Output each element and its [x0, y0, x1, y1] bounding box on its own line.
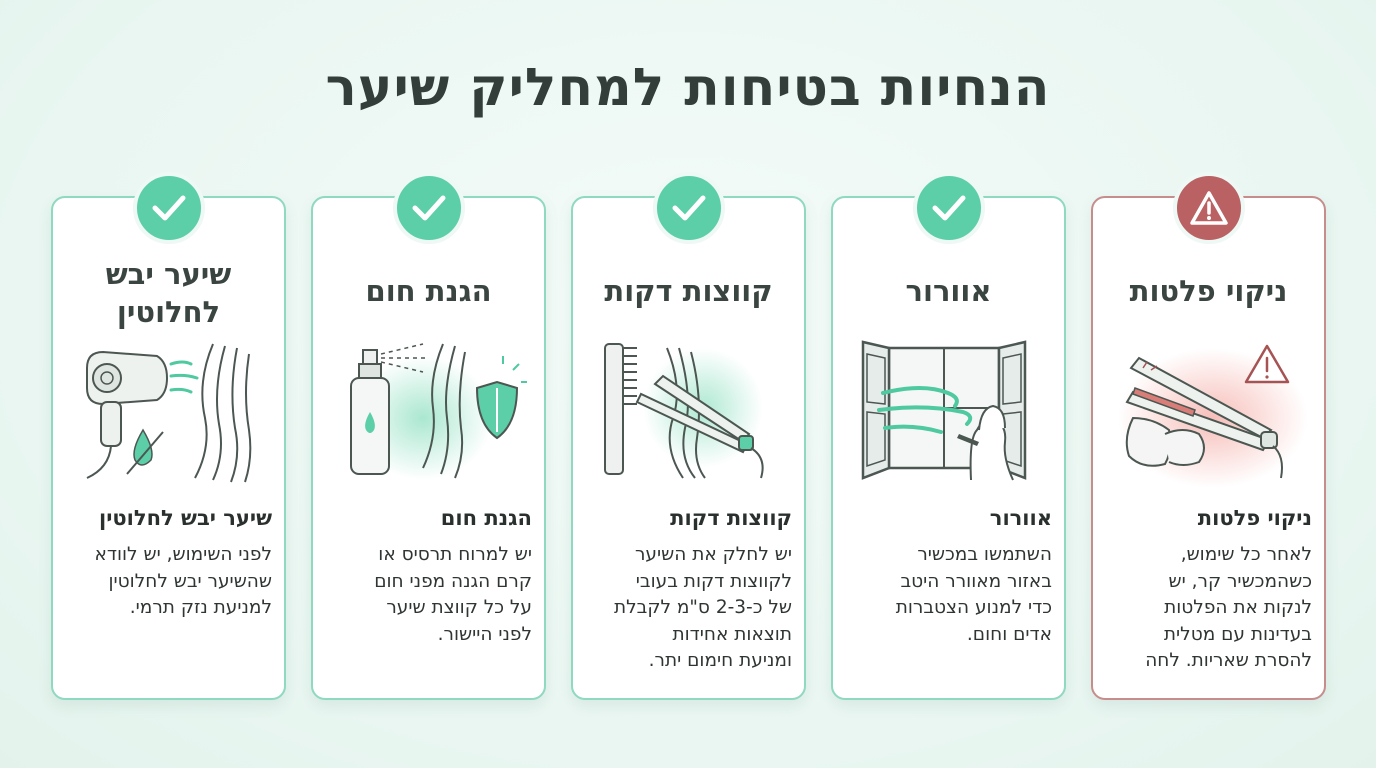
ventilated-room-illustration: [861, 340, 1027, 481]
card-subtitle: הגנת חום: [440, 506, 532, 530]
card-title: שיער יבש לחלוטין: [105, 257, 232, 329]
card-plates-cleaning: ניקוי פלטות ניקוי פלטות: [1091, 172, 1326, 700]
hair-dryer-illustration: [86, 343, 252, 483]
check-badge: [912, 172, 985, 244]
check-icon: [152, 195, 185, 221]
check-icon: [932, 195, 965, 221]
card-description: לאחר כל שימוש, כשהמכשיר קר, יש לנקות את …: [1145, 544, 1312, 671]
warning-icon: [1244, 344, 1290, 384]
card-heat-protection: הגנת חום הגנת חום: [311, 172, 546, 700]
heat-spray-illustration: [350, 343, 527, 480]
card-description: יש למרוח תרסיס או קרם הגנה מפני חום על כ…: [374, 544, 532, 645]
card-description: השתמשו במכשיר באזור מאוורר היטב כדי למנו…: [895, 544, 1052, 645]
page-title: הנחיות בטיחות למחליק שיער: [325, 58, 1051, 118]
card-title: קווצות דקות: [604, 274, 773, 308]
shield-icon: [475, 356, 527, 440]
check-badge: [132, 172, 205, 244]
no-water-icon: [126, 428, 164, 475]
card-title: אוורור: [905, 274, 992, 308]
card-ventilation: אוורור אוורור השתמשו במכשיר באזור מאוורר…: [831, 172, 1066, 700]
card-dry-hair: שיער יבש לחלוטין שיער יבש לחלוטין לפני ה…: [51, 172, 286, 700]
card-description: יש לחלק את השיער לקווצות דקות בעובי של כ…: [613, 544, 792, 671]
card-title: הגנת חום: [365, 274, 492, 308]
comb-icon: [604, 343, 637, 475]
spray-bottle-icon: [350, 343, 427, 475]
card-subtitle: קווצות דקות: [670, 506, 792, 530]
check-icon: [672, 195, 705, 221]
warning-badge: [1172, 172, 1245, 244]
guideline-cards: ניקוי פלטות ניקוי פלטות: [50, 172, 1326, 700]
card-title: ניקוי פלטות: [1129, 274, 1288, 308]
comb-and-iron-illustration: [604, 343, 764, 479]
check-badge: [392, 172, 465, 244]
check-icon: [412, 195, 445, 221]
card-description: לפני השימוש, יש לוודא שהשיער יבש לחלוטין…: [94, 544, 272, 618]
card-subtitle: ניקוי פלטות: [1197, 506, 1312, 530]
card-subtitle: שיער יבש לחלוטין: [99, 506, 272, 530]
card-thin-sections: קווצות דקות קווצות דקות יש לחלק את השיער: [571, 172, 806, 700]
hair-dryer-icon: [86, 350, 199, 479]
flat-iron-cleaning-illustration: [1118, 344, 1308, 488]
card-subtitle: אוורור: [989, 506, 1052, 530]
check-badge: [652, 172, 725, 244]
warning-icon: [1189, 191, 1228, 225]
